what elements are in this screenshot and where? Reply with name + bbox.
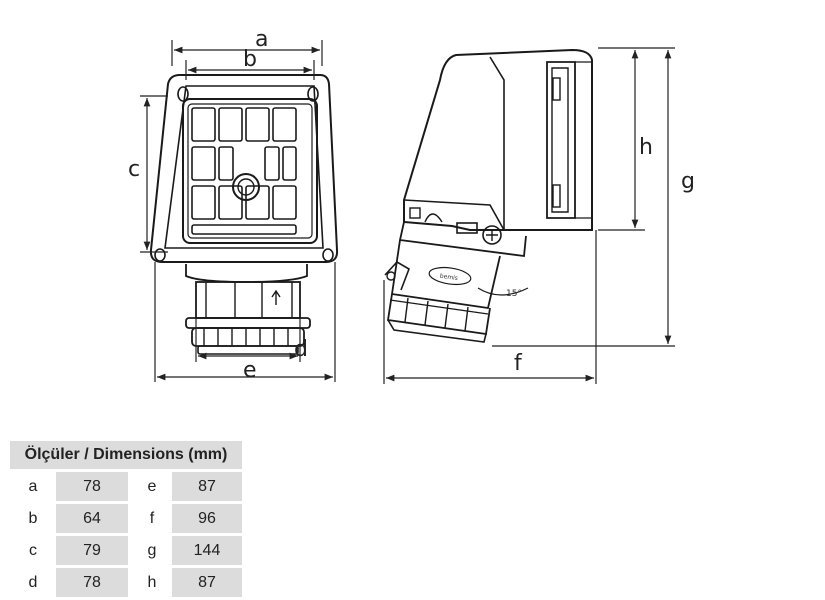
dim-key: c <box>10 536 56 565</box>
dim-label-f: f <box>514 351 523 376</box>
cell-gap <box>128 504 132 533</box>
table-header-row: Ölçüler / Dimensions (mm) <box>10 441 242 469</box>
dim-value: 144 <box>172 536 242 565</box>
dim-key: h <box>132 568 172 597</box>
side-dimensions <box>383 47 675 384</box>
dim-key: a <box>10 472 56 501</box>
table-row: b 64 f 96 <box>10 504 242 533</box>
dim-label-d: d <box>294 337 308 362</box>
dim-key: g <box>132 536 172 565</box>
cell-gap <box>128 536 132 565</box>
angle-label: 15° <box>506 289 522 299</box>
dim-label-c: c <box>128 157 140 182</box>
dim-value: 78 <box>56 568 128 597</box>
dim-key: e <box>132 472 172 501</box>
side-view <box>384 48 593 343</box>
table-row: a 78 e 87 <box>10 472 242 501</box>
brand-logo: bemis <box>439 273 458 282</box>
table-header: Ölçüler / Dimensions (mm) <box>10 441 242 469</box>
dim-key: b <box>10 504 56 533</box>
dim-label-h: h <box>639 135 653 160</box>
technical-drawing: a b c d e f g h 15° bemis <box>128 27 695 384</box>
dim-label-e: e <box>243 358 257 383</box>
dim-label-a: a <box>255 27 268 52</box>
dim-key: d <box>10 568 56 597</box>
table-row: c 79 g 144 <box>10 536 242 565</box>
cell-gap <box>128 472 132 501</box>
dim-value: 96 <box>172 504 242 533</box>
dim-value: 64 <box>56 504 128 533</box>
dimensions-table: Ölçüler / Dimensions (mm) a 78 e 87 b 64… <box>10 438 242 600</box>
cell-gap <box>128 568 132 597</box>
dim-value: 79 <box>56 536 128 565</box>
dim-label-g: g <box>681 169 695 194</box>
table-row: d 78 h 87 <box>10 568 242 597</box>
front-dimensions <box>140 40 336 382</box>
dim-value: 87 <box>172 568 242 597</box>
dim-value: 87 <box>172 472 242 501</box>
dim-key: f <box>132 504 172 533</box>
dim-label-b: b <box>243 47 257 72</box>
front-view <box>149 74 339 355</box>
dim-value: 78 <box>56 472 128 501</box>
